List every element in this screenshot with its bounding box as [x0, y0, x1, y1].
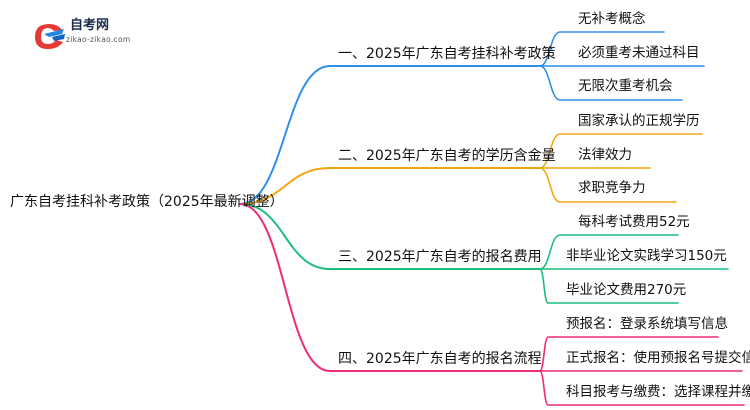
leaf-1-2: 必须重考未通过科目: [578, 45, 700, 61]
leaf-3-3: 毕业论文费用270元: [566, 282, 687, 298]
leaf-4-3-connector: [539, 370, 745, 406]
logo-title: 自考网: [70, 18, 110, 33]
leaf-2-3: 求职竞争力: [578, 180, 646, 196]
leaf-4-3: 科目报考与缴费：选择课程并缴费: [566, 384, 750, 400]
leaf-3-1: 每科考试费用52元: [578, 214, 690, 230]
leaf-3-2: 非毕业论文实践学习150元: [566, 248, 727, 264]
leaf-3-3-connector: [539, 268, 679, 304]
leaf-4-1-connector: [539, 336, 719, 372]
leaf-2-2: 法律效力: [578, 147, 632, 163]
branch-3-connector: [239, 203, 541, 270]
logo-subtitle: zikao-zikao.com: [66, 35, 131, 44]
branch-2-label: 二、2025年广东自考的学历含金量: [338, 148, 556, 164]
branch-3-label: 三、2025年广东自考的报名费用: [338, 249, 542, 265]
branch-2-connector: [239, 167, 541, 205]
branch-4-label: 四、2025年广东自考的报名流程: [338, 351, 542, 367]
leaf-4-2: 正式报名：使用预报名号提交信息: [566, 350, 750, 366]
root-node: 广东自考挂科补考政策（2025年最新调整）: [10, 194, 284, 210]
leaf-2-1-connector: [539, 133, 703, 169]
logo-emblem: [35, 24, 65, 49]
branch-1-label: 一、2025年广东自考挂科补考政策: [338, 46, 556, 62]
leaf-1-3: 无限次重考机会: [578, 78, 673, 94]
branch-1-connector: [239, 65, 541, 205]
leaf-1-1: 无补考概念: [578, 11, 646, 27]
leaf-3-1-connector: [539, 234, 679, 270]
branch-4-connector: [239, 203, 541, 372]
leaf-2-1: 国家承认的正规学历: [578, 113, 700, 129]
leaf-4-1: 预报名：登录系统填写信息: [566, 316, 728, 332]
leaf-1-1-connector: [539, 31, 665, 67]
leaf-2-3-connector: [539, 167, 677, 203]
leaf-1-3-connector: [539, 65, 683, 101]
